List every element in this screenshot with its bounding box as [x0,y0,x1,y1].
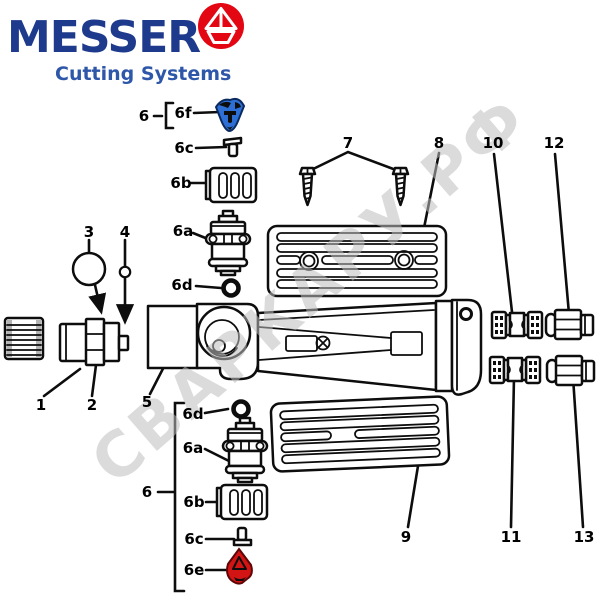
part-13-hex-nipple [545,354,596,387]
part-6d-o-ring-top [221,278,241,298]
callout-6d-bottom: 6d [182,405,204,423]
callout-13: 13 [573,528,595,546]
leader-2 [90,363,98,398]
leader-12 [553,152,571,316]
part-4-small-o-ring [118,265,132,279]
callout-9: 9 [400,528,412,546]
callout-6c-top: 6c [174,139,194,157]
part-1-knurled-cap [3,316,45,361]
part-7-screws [298,166,410,207]
leader-6d-top [194,284,223,290]
leader-6c-top [194,145,228,150]
callout-6-bottom: 6 [141,483,153,501]
part-5-torch-body [146,298,483,396]
callout-10: 10 [482,134,504,152]
group-6-top-bracket [152,101,175,130]
brand-tagline: Cutting Systems [55,63,232,85]
callout-6a-top: 6a [172,222,194,240]
part-6b-gland-nut-top [204,166,258,204]
callout-4: 4 [119,223,131,241]
part-2-connector-fitting [58,317,130,367]
callout-6-top: 6 [138,107,150,125]
callout-6e: 6e [183,561,205,579]
callout-6d-top: 6d [171,276,193,294]
leader-10 [492,152,514,314]
messer-emblem-icon [198,3,244,49]
leader-6d-bottom [203,407,230,415]
leader-6f [192,110,222,115]
callout-12: 12 [543,134,565,152]
leader-1 [42,367,82,398]
leader-7 [305,150,398,174]
callout-6c-bottom: 6c [184,530,204,548]
callout-11: 11 [500,528,522,546]
callout-6f: 6f [174,104,192,122]
part-3-o-ring [71,251,107,287]
callout-3: 3 [83,223,95,241]
leader-8 [422,151,441,230]
part-6a-valve-assembly-bottom [221,416,269,484]
part-6c-plug-top [222,136,243,158]
part-6d-o-ring-bottom [231,399,251,419]
callout-1: 1 [35,396,47,414]
leader-11 [509,375,516,529]
leader-6a-bottom [203,447,231,463]
callout-7: 7 [342,134,354,152]
callout-6a-bottom: 6a [182,439,204,457]
part-6e-red-valve-knob [226,547,253,585]
part-9-cover-plate [269,395,451,473]
part-8-cover-plate [266,224,448,298]
part-6a-valve-assembly-top [204,209,252,277]
callout-6b-bottom: 6b [183,493,205,511]
callout-2: 2 [86,396,98,414]
part-10-hose-fitting [490,310,544,340]
messer-wordmark: MESSER [7,12,201,63]
leader-lines [42,101,585,593]
leader-3-arrow [88,283,107,315]
part-12-hex-nipple [544,308,595,341]
callout-8: 8 [433,134,445,152]
callout-6b-top: 6b [170,174,192,192]
part-6b-gland-nut-bottom [215,483,269,521]
part-6c-plug-bottom [232,526,253,547]
leader-13 [571,375,585,529]
leader-9 [406,464,420,529]
callout-5: 5 [141,393,153,411]
part-6f-blue-valve-knob [214,97,246,133]
part-11-hose-fitting [488,355,542,385]
group-6-bottom-bracket [156,401,186,593]
